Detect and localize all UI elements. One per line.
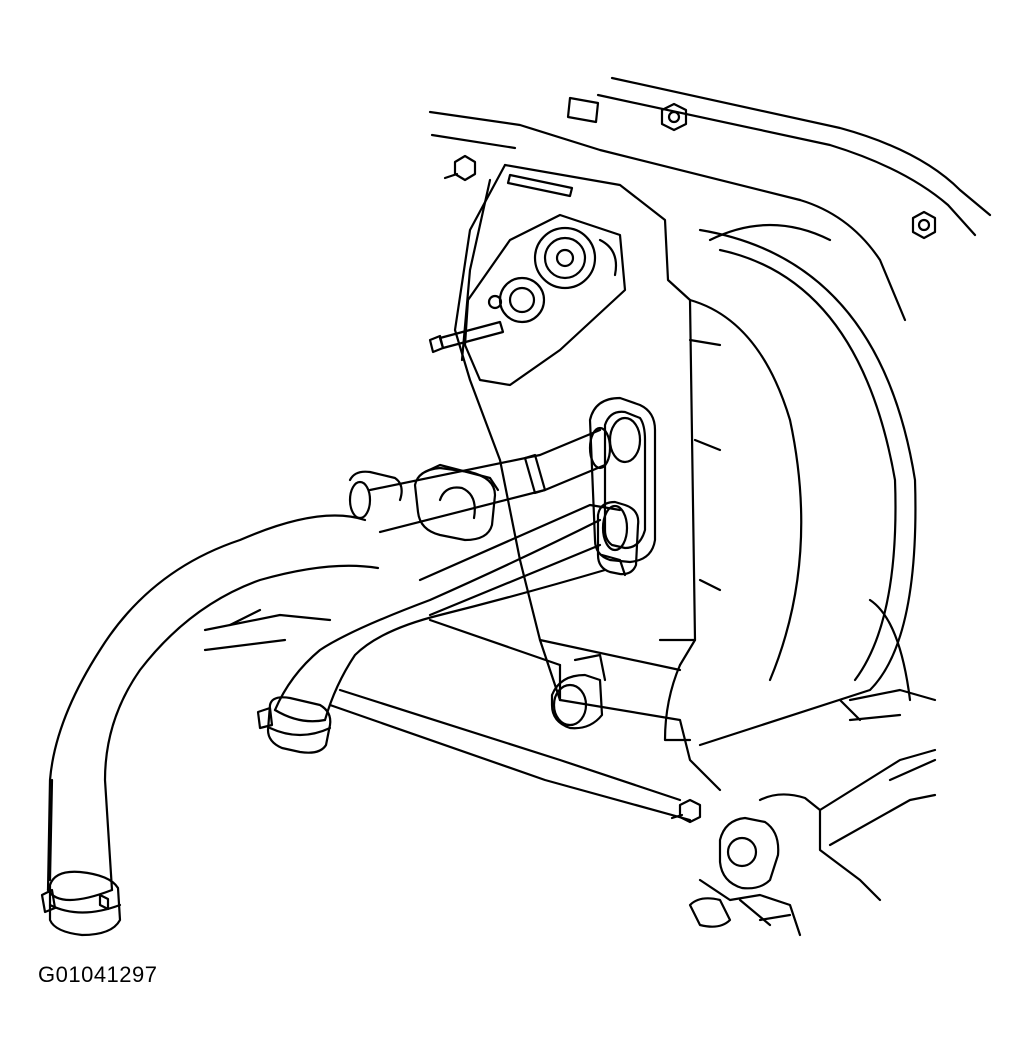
stud-icon — [445, 156, 475, 180]
housing-detail — [660, 340, 860, 720]
heater-core-housing — [455, 165, 720, 790]
lower-frame — [205, 610, 690, 820]
heater-inlet-tube — [350, 428, 610, 532]
blower-housing — [665, 225, 915, 745]
heater-outlet-hose — [275, 520, 605, 721]
heater-core-flange — [590, 398, 655, 562]
hose-clamp-icon — [258, 697, 330, 752]
pedal-bracket — [690, 600, 935, 935]
heater-outlet-tube — [420, 505, 627, 615]
nut-icon — [662, 104, 686, 130]
dash-panel — [430, 78, 990, 320]
hose-clamp-icon — [598, 502, 638, 575]
nut-icon — [913, 212, 935, 238]
figure-id-label: G01041297 — [38, 962, 158, 987]
drain-tube — [552, 655, 605, 728]
hose-clamp-icon — [350, 465, 498, 540]
expansion-valve-block — [465, 215, 625, 385]
stud-icon — [672, 800, 700, 822]
stud-icon — [430, 175, 572, 352]
hose-clamp-icon — [42, 872, 120, 935]
